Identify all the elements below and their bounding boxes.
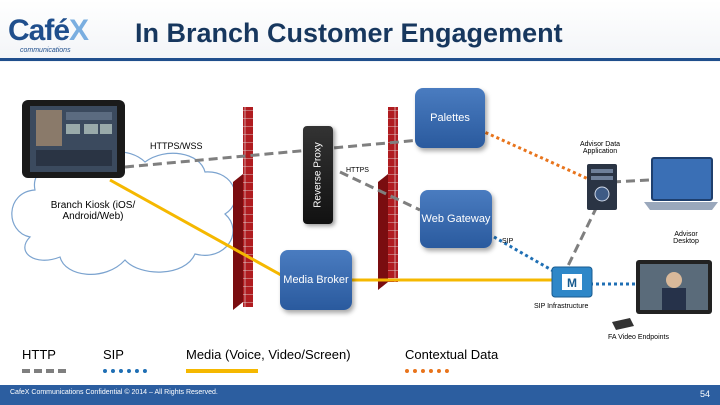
legend-contextual-label: Contextual Data	[405, 347, 499, 362]
legend-http-label: HTTP	[22, 347, 56, 362]
sip-infrastructure-label: SIP Infrastructure	[534, 303, 589, 310]
legend-media-label: Media (Voice, Video/Screen)	[186, 347, 351, 362]
legend-media-line	[186, 369, 258, 373]
slide-footer: CafeX Communications Confidential © 2014…	[0, 385, 720, 405]
page-number: 54	[699, 389, 710, 399]
firewall-right	[378, 107, 398, 290]
svg-text:M: M	[567, 276, 577, 290]
slide-title: In Branch Customer Engagement	[135, 18, 563, 48]
legend-sip-label: SIP	[103, 347, 124, 362]
advisor-data-app-label: Advisor Data Application	[579, 141, 621, 155]
footer-confidential: CafeX Communications Confidential © 2014…	[10, 389, 218, 396]
reverse-proxy-label: Reverse Proxy	[312, 142, 324, 208]
logo-subtext: communications	[20, 47, 71, 54]
logo-x: X	[69, 14, 89, 47]
palettes-box[interactable]: Palettes	[415, 88, 485, 148]
contextual-links	[479, 128, 596, 184]
video-endpoint-icon	[612, 260, 712, 330]
legend-sip-line	[103, 369, 147, 373]
https-label: HTTPS	[346, 167, 369, 174]
media-links	[109, 178, 555, 282]
slide-header	[0, 0, 720, 62]
logo-text: Café	[8, 14, 70, 47]
sip-links	[467, 220, 645, 286]
https-wss-label: HTTPS/WSS	[150, 141, 203, 151]
title-divider	[0, 58, 720, 61]
web-gateway-box[interactable]: Web Gateway	[420, 190, 492, 248]
cafex-logo: CaféX communications	[8, 14, 89, 54]
legend-http-line	[22, 369, 66, 373]
tablet-icon	[22, 100, 125, 178]
sip-label: SIP	[502, 238, 514, 245]
sip-infrastructure-icon: M	[551, 266, 593, 298]
reverse-proxy-box[interactable]: Reverse Proxy	[303, 126, 333, 224]
architecture-diagram: M	[11, 100, 718, 330]
server-icon	[587, 164, 617, 210]
laptop-icon	[644, 157, 718, 210]
media-broker-box[interactable]: Media Broker	[280, 250, 352, 310]
advisor-desktop-label: Advisor Desktop	[673, 231, 699, 245]
fa-endpoints-label: FA Video Endpoints	[608, 334, 669, 341]
firewall-left	[233, 107, 253, 310]
legend-contextual-line	[405, 369, 449, 373]
branch-kiosk-label: Branch Kiosk (iOS/ Android/Web)	[50, 200, 136, 222]
